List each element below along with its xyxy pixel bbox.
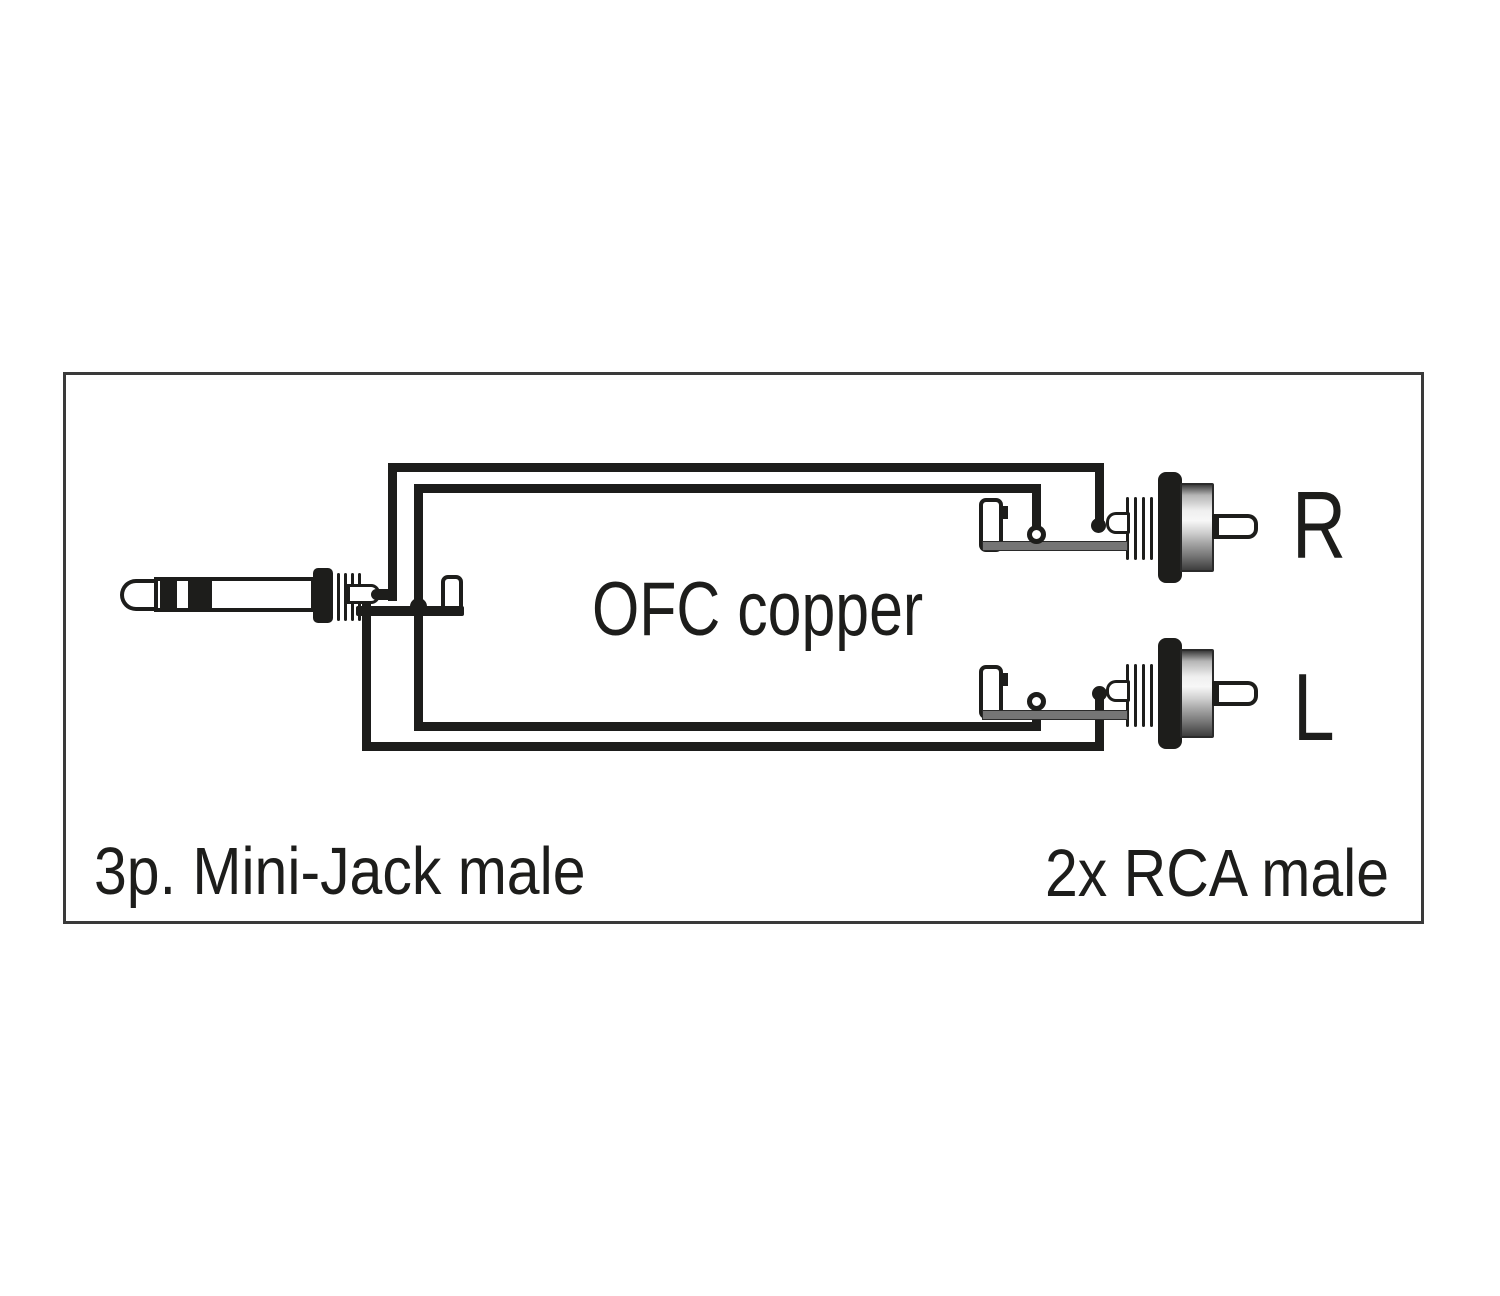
rca-r-body: [1180, 483, 1214, 572]
rca-r-ground-bar: [982, 541, 1128, 551]
jack-ring-insulator-band: [188, 578, 212, 611]
rca-r-spring-line: [1142, 497, 1145, 560]
wire-l-signal-rise: [1095, 690, 1104, 751]
wire-jack-tip-vertical: [388, 463, 397, 601]
rca-r-lug-tab: [1000, 506, 1008, 519]
channel-label-l: L: [1293, 654, 1335, 761]
rca-l-back-disc: [1158, 638, 1182, 749]
rca-l-ground-bar: [982, 710, 1128, 720]
wire-rail-top-outer: [388, 463, 1104, 472]
rca-l-spring-line: [1150, 664, 1153, 727]
channel-label-r: R: [1292, 472, 1347, 579]
rca-r-spring-line: [1134, 497, 1137, 560]
rca-l-lug-tab: [1000, 673, 1008, 686]
wire-rail-bottom-inner: [414, 722, 1041, 731]
jack-barrel: [154, 577, 315, 612]
rca-r-pin-solder-joint: [1091, 518, 1106, 533]
jack-ground-bar: [356, 606, 464, 616]
rca-l-body: [1180, 649, 1214, 738]
rca-l-spring-line: [1134, 664, 1137, 727]
wire-rail-bottom-outer: [362, 742, 1104, 751]
rca-l-ground-solder-joint: [1027, 692, 1046, 711]
jack-spring-line: [337, 573, 340, 621]
jack-ground-solder-joint: [410, 598, 427, 615]
rca-l-pin-tail: [1106, 680, 1130, 702]
wire-jack-tip-elbow: [371, 589, 397, 600]
wire-jack-ground-vertical-bottom: [414, 607, 423, 731]
rca-r-center-pin: [1212, 514, 1258, 539]
wire-jack-ground-vertical-top: [414, 484, 423, 611]
wire-r-ground-drop: [1032, 484, 1041, 534]
wire-r-signal-drop: [1095, 463, 1104, 525]
rca-l-spring-line: [1142, 664, 1145, 727]
cable-material-label: OFC copper: [592, 567, 924, 652]
rca-r-back-disc: [1158, 472, 1182, 583]
rca-r-ground-solder-joint: [1027, 525, 1046, 544]
rca-r-spring-line: [1150, 497, 1153, 560]
rca-l-pin-solder-joint: [1092, 686, 1107, 701]
jack-spring-line: [344, 573, 347, 621]
jack-collar: [313, 568, 333, 623]
rca-l-center-pin: [1212, 681, 1258, 706]
rca-r-pin-tail: [1106, 512, 1130, 534]
wire-rail-top-inner: [414, 484, 1041, 493]
jack-tip-icon: [120, 579, 158, 611]
left-connector-caption: 3p. Mini-Jack male: [94, 834, 586, 909]
jack-tip-insulator-band: [160, 578, 177, 611]
right-connector-caption: 2x RCA male: [1045, 836, 1390, 911]
wire-jack-ring-vertical: [362, 592, 371, 751]
